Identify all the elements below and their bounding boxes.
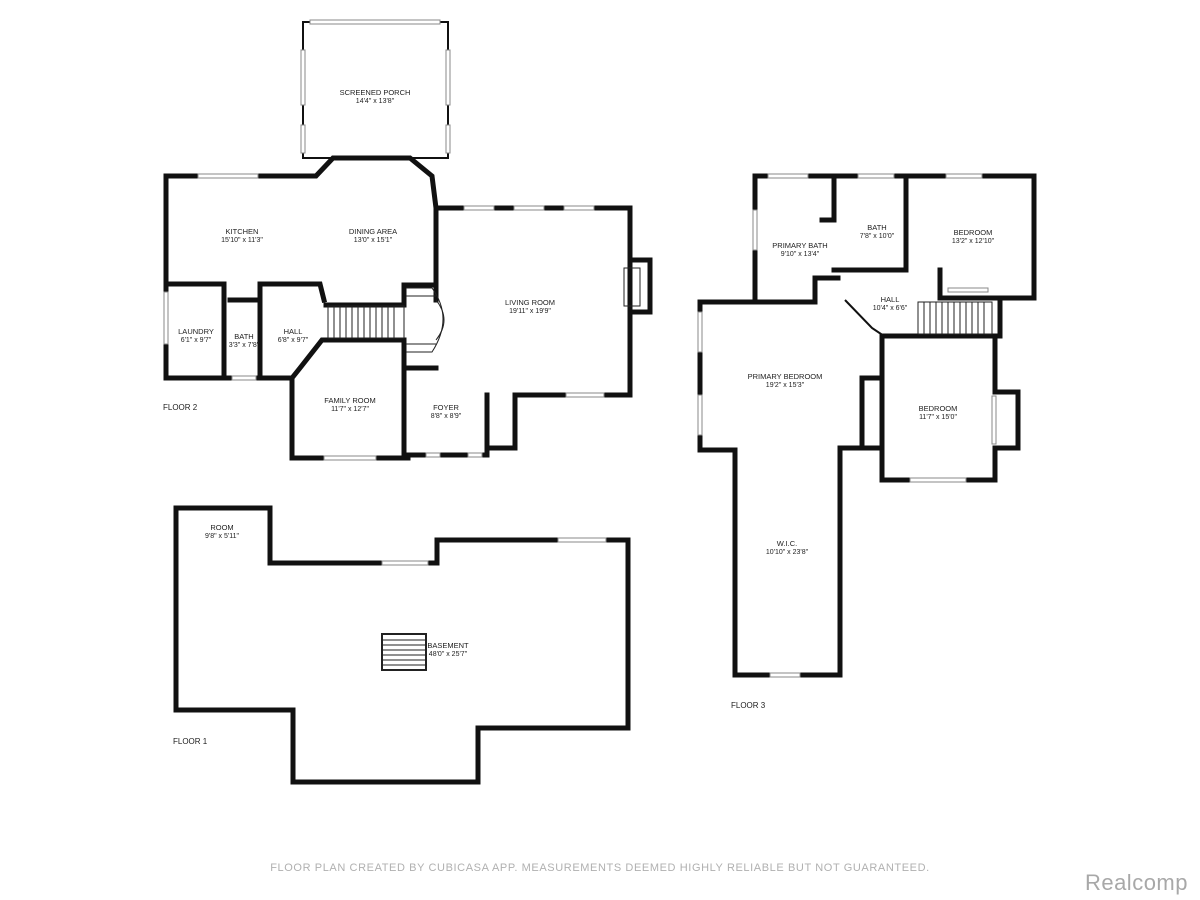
room-size-laundry: 6'1" x 9'7"	[181, 337, 212, 344]
disclaimer-footer: FLOOR PLAN CREATED BY CUBICASA APP. MEAS…	[270, 862, 930, 874]
window	[445, 49, 451, 106]
window	[909, 477, 967, 483]
floor-2-plan: SCREENED PORCH 14'4" x 13'8" KITCHEN 15'…	[163, 19, 653, 461]
window	[563, 205, 595, 211]
room-label-primary-bath: PRIMARY BATH	[772, 241, 827, 250]
room-label-dining-area: DINING AREA	[349, 227, 397, 236]
floor-label: FLOOR 3	[731, 701, 766, 710]
window	[991, 395, 997, 445]
hall-angled-wall	[844, 299, 885, 337]
room-label-family-room: FAMILY ROOM	[324, 396, 375, 405]
floor-1-plan: ROOM 9'8" x 5'11" BASEMENT 48'0" x 25'7"…	[173, 505, 631, 785]
room-label-bath: BATH	[234, 332, 253, 341]
window	[231, 375, 257, 381]
window	[769, 672, 801, 678]
stairs	[917, 301, 993, 335]
room-label-bedroom-1: BEDROOM	[954, 228, 993, 237]
window	[947, 287, 989, 293]
fireplace	[627, 257, 653, 315]
floor-3-outer-walls	[697, 173, 1037, 678]
basement-outer-walls	[173, 505, 631, 785]
room-label-living-room: LIVING ROOM	[505, 298, 555, 307]
room-label-foyer: FOYER	[433, 403, 459, 412]
room-size-foyer: 8'8" x 8'9"	[431, 413, 462, 420]
floor-2-outer-walls	[163, 155, 633, 461]
window	[557, 537, 607, 543]
room-size-room: 9'8" x 5'11"	[205, 533, 239, 540]
window	[945, 173, 983, 179]
interior-wall	[819, 173, 837, 223]
room-size-hall: 6'8" x 9'7"	[278, 337, 309, 344]
floor-label: FLOOR 1	[173, 737, 208, 746]
room-label-room: ROOM	[210, 523, 233, 532]
window	[309, 19, 441, 25]
window	[565, 392, 605, 398]
room-label-hall-upper: HALL	[881, 295, 900, 304]
interior-wall	[752, 275, 841, 305]
brand-watermark: Realcomp	[1084, 870, 1188, 895]
room-size-living-room: 19'11" x 19'9"	[509, 308, 551, 315]
room-label-kitchen: KITCHEN	[226, 227, 259, 236]
room-label-primary-bedroom: PRIMARY BEDROOM	[748, 372, 823, 381]
window	[467, 452, 483, 458]
floor-3-plan: PRIMARY BATH 9'10" x 13'4" BATH 7'8" x 1…	[697, 173, 1037, 710]
room-size-bedroom-2: 11'7" x 15'0"	[919, 414, 957, 421]
window	[323, 455, 377, 461]
room-label-bedroom-2: BEDROOM	[919, 404, 958, 413]
room-label-hall: HALL	[284, 327, 303, 336]
room-size-wic: 10'10" x 23'8"	[766, 549, 809, 556]
room-size-bath: 3'3" x 7'8"	[229, 342, 260, 349]
room-label-screened-porch: SCREENED PORCH	[340, 88, 411, 97]
window	[445, 124, 451, 154]
fireplace-hearth	[623, 267, 641, 307]
floor-label: FLOOR 2	[163, 403, 198, 412]
room-label-laundry: LAUNDRY	[178, 327, 214, 336]
window	[300, 49, 306, 106]
room-size-primary-bath: 9'10" x 13'4"	[781, 251, 820, 258]
stairs	[327, 287, 445, 353]
room-size-basement: 48'0" x 25'7"	[429, 651, 468, 658]
room-size-bedroom-1: 13'2" x 12'10"	[952, 238, 995, 245]
window	[197, 173, 259, 179]
room-size-hall-upper: 10'4" x 6'6"	[873, 305, 908, 312]
window	[767, 173, 809, 179]
window	[300, 124, 306, 154]
window	[425, 452, 441, 458]
interior-wall	[221, 281, 328, 304]
interior-wall	[323, 282, 439, 308]
window	[463, 205, 495, 211]
window	[163, 291, 169, 345]
room-size-screened-porch: 14'4" x 13'8"	[356, 98, 395, 105]
room-label-basement: BASEMENT	[427, 641, 469, 650]
room-size-bath-upper: 7'8" x 10'0"	[860, 233, 895, 240]
window	[857, 173, 895, 179]
room-label-bath-upper: BATH	[867, 223, 886, 232]
window	[381, 560, 429, 566]
room-label-wic: W.I.C.	[777, 539, 797, 548]
interior-wall	[288, 337, 407, 458]
window	[752, 209, 758, 251]
window	[697, 394, 703, 436]
room-size-dining-area: 13'0" x 15'1"	[354, 237, 393, 244]
interior-wall	[937, 267, 1003, 301]
stairs	[381, 633, 427, 671]
room-size-kitchen: 15'10" x 11'3"	[221, 237, 263, 244]
window	[513, 205, 545, 211]
room-size-primary-bedroom: 19'2" x 15'3"	[766, 382, 805, 389]
room-size-family-room: 11'7" x 12'7"	[331, 406, 369, 413]
window	[697, 311, 703, 353]
